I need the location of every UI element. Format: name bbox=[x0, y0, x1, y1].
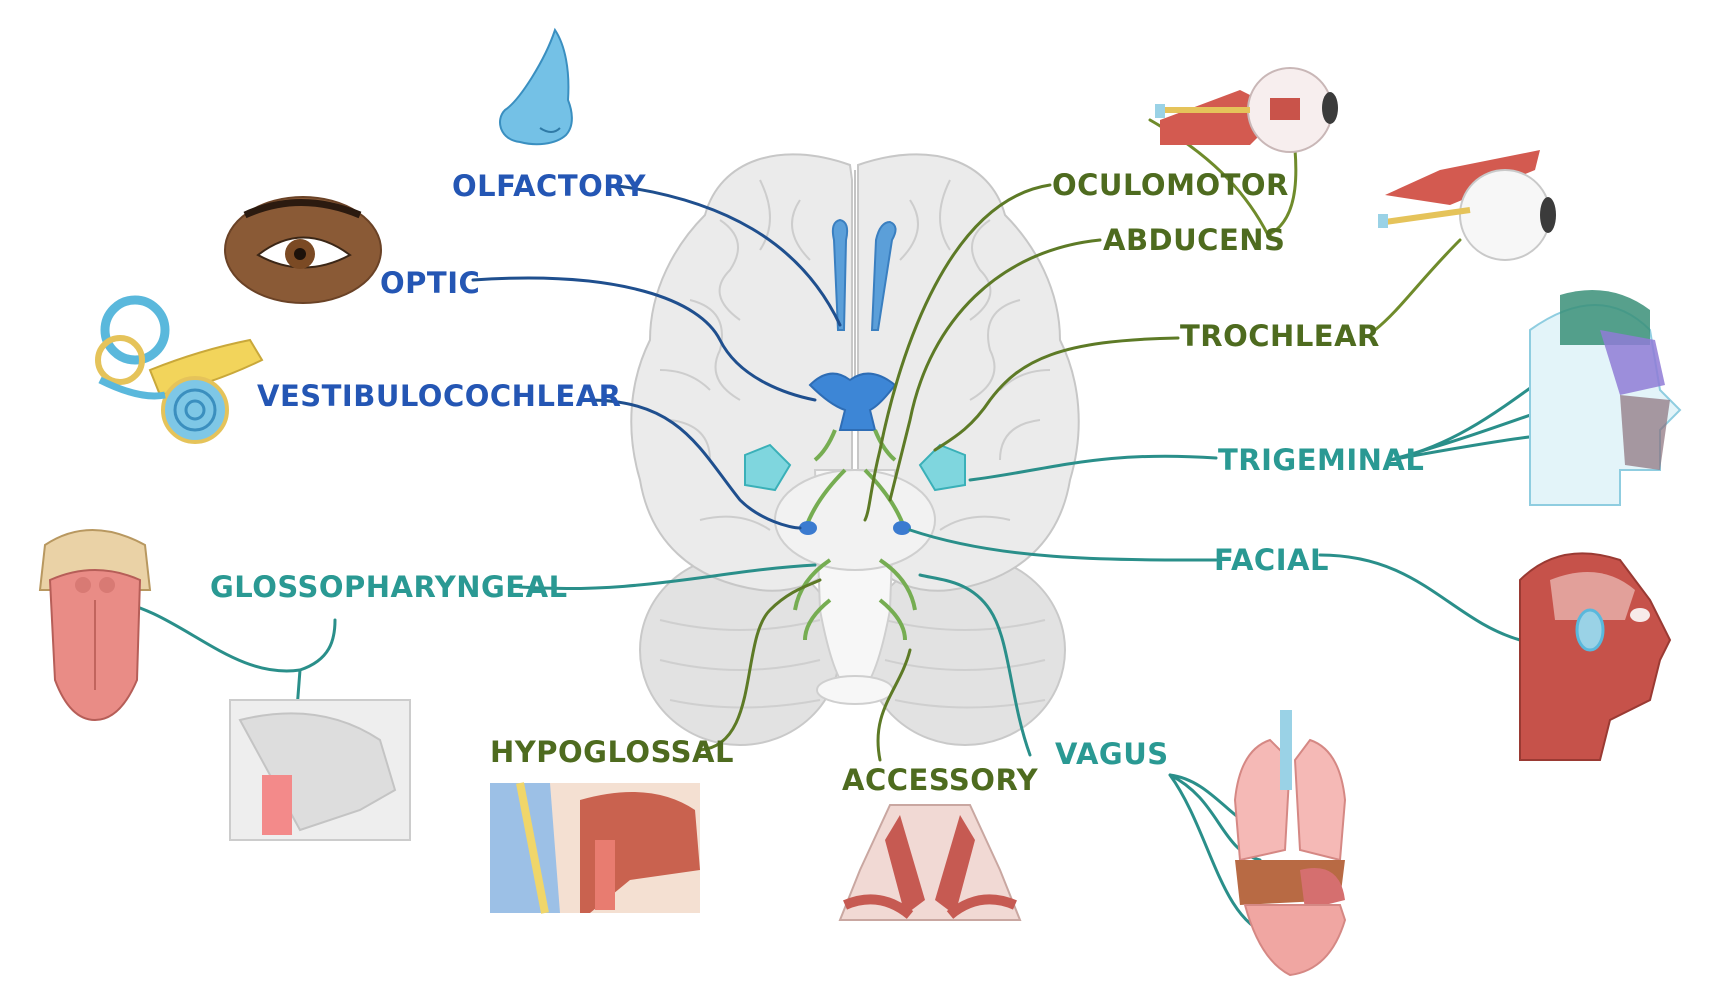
thoracic-abdominal-organs-illustration bbox=[1233, 710, 1347, 977]
leader-facial-face bbox=[1318, 553, 1522, 642]
head-sensory-zones-illustration bbox=[1529, 290, 1682, 506]
leader-oculomotor bbox=[863, 183, 1052, 522]
facial-muscles-illustration bbox=[1519, 552, 1672, 761]
leader-hypoglossal bbox=[698, 578, 822, 752]
neck-muscles-illustration bbox=[838, 804, 1022, 921]
leader-trigeminal bbox=[968, 454, 1218, 482]
label-oculomotor: OCULOMOTOR bbox=[1052, 168, 1289, 202]
tongue-illustration bbox=[38, 529, 152, 722]
label-glossopharyngeal: GLOSSOPHARYNGEAL bbox=[210, 570, 568, 604]
label-trigeminal: TRIGEMINAL bbox=[1218, 443, 1424, 477]
label-hypoglossal: HYPOGLOSSAL bbox=[490, 735, 734, 769]
leader-trochlear-eye bbox=[1373, 238, 1462, 332]
eye-illustration bbox=[224, 196, 382, 304]
eyeball-illustration bbox=[1378, 150, 1556, 261]
leader-glossopharyngeal bbox=[518, 563, 817, 591]
label-optic: OPTIC bbox=[380, 266, 480, 300]
neck-section-illustration bbox=[490, 782, 700, 914]
leader-vagus bbox=[918, 573, 1032, 757]
label-vagus: VAGUS bbox=[1055, 737, 1169, 771]
nerve-labels: OLFACTORY OPTIC VESTIBULOCOCHLEAR GLOSSO… bbox=[210, 168, 1424, 797]
label-vestibulocochlear: VESTIBULOCOCHLEAR bbox=[257, 379, 622, 413]
leader-olfactory bbox=[616, 184, 842, 327]
brain-illustration bbox=[630, 153, 1080, 746]
pharynx-section-illustration bbox=[229, 699, 411, 841]
leader-trochlear bbox=[933, 336, 1180, 452]
leader-accessory bbox=[876, 648, 912, 762]
leader-facial bbox=[908, 528, 1218, 562]
label-facial: FACIAL bbox=[1214, 543, 1329, 577]
leader-vestibulocochlear bbox=[586, 398, 802, 530]
inner-ear-illustration bbox=[95, 295, 264, 444]
leader-optic bbox=[471, 276, 817, 402]
eye-muscles-illustration bbox=[1155, 67, 1338, 153]
label-trochlear: TROCHLEAR bbox=[1180, 319, 1380, 353]
nose-illustration bbox=[499, 27, 573, 146]
leader-abducens bbox=[888, 238, 1102, 502]
leader-glossopharyngeal-tongue bbox=[108, 598, 337, 673]
label-accessory: ACCESSORY bbox=[842, 763, 1039, 797]
label-olfactory: OLFACTORY bbox=[452, 169, 647, 203]
label-abducens: ABDUCENS bbox=[1103, 223, 1285, 257]
